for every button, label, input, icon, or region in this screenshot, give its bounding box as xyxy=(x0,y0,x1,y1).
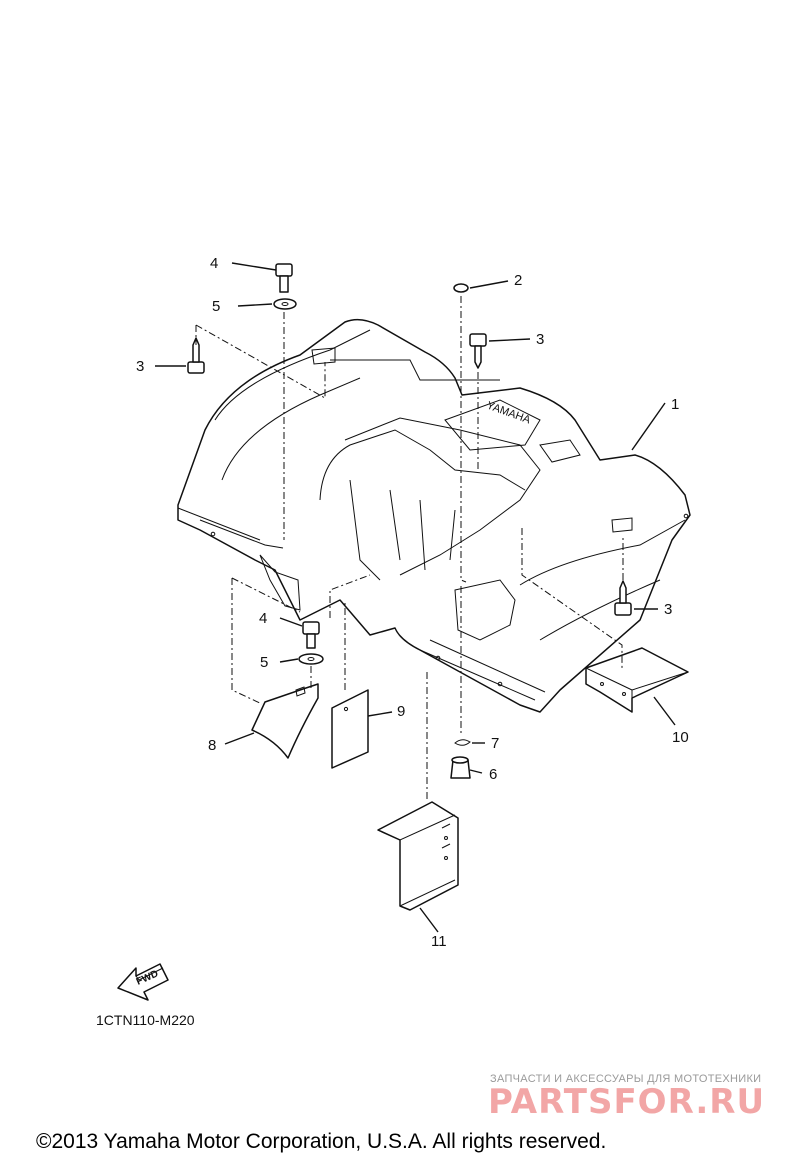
watermark-logo: PARTSFOR.RU xyxy=(488,1082,766,1122)
callout-3-center: 3 xyxy=(536,331,544,348)
callout-9: 9 xyxy=(397,703,405,720)
callout-4-upper: 4 xyxy=(210,255,218,272)
leader-lines xyxy=(155,262,676,933)
clip xyxy=(454,739,471,746)
callout-8: 8 xyxy=(208,737,216,754)
nut xyxy=(450,756,471,779)
fwd-arrow-icon: FWD xyxy=(117,963,169,1001)
guard-right xyxy=(585,647,689,713)
callout-5-lower: 5 xyxy=(260,654,268,671)
screw-center xyxy=(469,333,487,369)
callout-3-right: 3 xyxy=(664,601,672,618)
callout-3-left: 3 xyxy=(136,358,144,375)
bolt-upper xyxy=(275,263,293,293)
grommet-cap xyxy=(453,283,469,293)
washer-lower xyxy=(298,653,324,665)
callout-6: 6 xyxy=(489,766,497,783)
rear-fender: YAMAHA xyxy=(177,318,691,713)
callout-11: 11 xyxy=(431,933,447,950)
mud-flap-left xyxy=(251,683,319,759)
screw-right xyxy=(614,580,632,616)
callout-5-upper: 5 xyxy=(212,298,220,315)
plate-center xyxy=(331,689,369,769)
callout-7: 7 xyxy=(491,735,499,752)
reference-lines xyxy=(195,296,624,802)
bolt-lower xyxy=(302,621,320,649)
callout-1: 1 xyxy=(671,396,679,413)
screw-left xyxy=(187,337,205,374)
callout-10: 10 xyxy=(672,729,689,746)
callout-4-lower: 4 xyxy=(259,610,267,627)
copyright-notice: ©2013 Yamaha Motor Corporation, U.S.A. A… xyxy=(36,1130,607,1153)
watermark-subtitle: ЗАПЧАСТИ И АКСЕССУАРЫ ДЛЯ МОТОТЕХНИКИ xyxy=(490,1073,762,1085)
washer-upper xyxy=(273,298,297,310)
callout-2: 2 xyxy=(514,272,522,289)
guard-bottom xyxy=(377,801,459,911)
diagram-code: 1CTN110-M220 xyxy=(96,1012,195,1028)
